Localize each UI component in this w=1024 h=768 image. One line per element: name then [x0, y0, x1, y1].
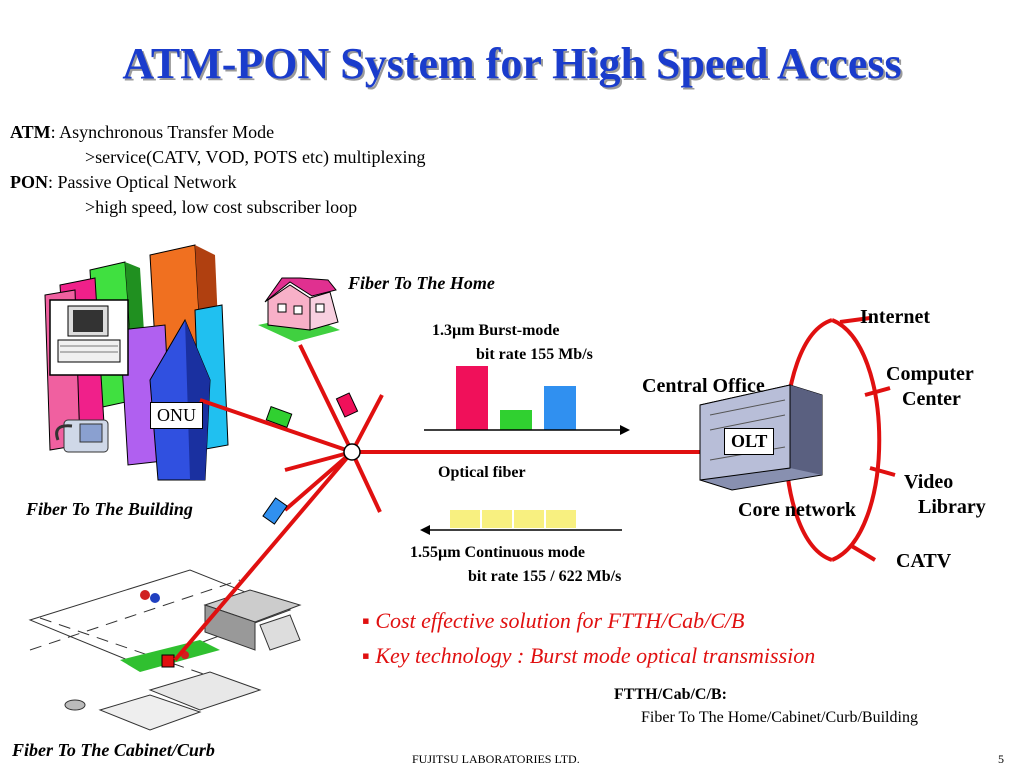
burst-bar-blue [544, 386, 576, 430]
upstream-cell-green [265, 406, 293, 428]
fttc-fiber-line [173, 450, 354, 662]
optical-fiber-label: Optical fiber [438, 464, 526, 481]
onu-label: ONU [150, 402, 203, 429]
service-internet: Internet [860, 306, 930, 328]
atm-desc: : Asynchronous Transfer Mode [50, 122, 275, 142]
service-video-line2: Library [918, 496, 986, 518]
atm-definition: ATM: Asynchronous Transfer Mode [10, 120, 274, 145]
street-scene-illustration [28, 569, 302, 731]
downstream-arrow-icon [420, 525, 430, 535]
abbrev-heading: FTTH/Cab/C/B: [614, 686, 727, 703]
bullet-cost-effective: ▪ Cost effective solution for FTTH/Cab/C… [362, 608, 745, 633]
pon-detail: >high speed, low cost subscriber loop [85, 197, 358, 217]
service-catv: CATV [896, 550, 952, 572]
pon-definition: PON: Passive Optical Network [10, 170, 236, 195]
bullet-key-technology: ▪ Key technology : Burst mode optical tr… [362, 643, 816, 668]
upstream-arrow-icon [620, 425, 630, 435]
upstream-cell-pink [335, 392, 359, 418]
fttc-label: Fiber To The Cabinet/Curb [12, 740, 215, 760]
optical-splitter-icon [343, 443, 361, 461]
service-video-line1: Video [904, 471, 954, 493]
footer-company: FUJITSU LABORATORIES LTD. [412, 752, 580, 766]
downstream-wavelength: 1.55µm Continuous mode [410, 544, 586, 561]
office-buildings-illustration [44, 244, 229, 481]
burst-bar-green [500, 410, 532, 430]
core-network-label: Core network [738, 499, 856, 521]
fttb-fiber-line [199, 398, 353, 454]
pon-term: PON [10, 172, 48, 192]
central-office-label: Central Office [642, 375, 765, 397]
pon-desc: : Passive Optical Network [48, 172, 237, 192]
page-number: 5 [998, 752, 1004, 766]
downstream-continuous-graphic [420, 510, 622, 535]
ftth-fiber-line [298, 344, 354, 453]
atm-term: ATM [10, 122, 51, 142]
house-illustration [258, 277, 340, 342]
abbrev-body: Fiber To The Home/Cabinet/Curb/Building [641, 709, 918, 726]
olt-label: OLT [724, 428, 775, 455]
upstream-bitrate: bit rate 155 Mb/s [476, 346, 593, 363]
page-title: ATM-PON System for High Speed Access [122, 39, 902, 88]
upstream-burst-graphic [424, 366, 630, 435]
atm-detail: >service(CATV, VOD, POTS etc) multiplexi… [85, 147, 426, 167]
ftth-label: Fiber To The Home [348, 273, 495, 293]
upstream-cell-blue [262, 497, 288, 525]
service-computer-line1: Computer [886, 363, 974, 385]
fttb-label: Fiber To The Building [26, 499, 193, 519]
service-computer-line2: Center [902, 388, 961, 410]
upstream-wavelength: 1.3µm Burst-mode [432, 322, 560, 339]
burst-bar-pink [456, 366, 488, 430]
downstream-bitrate: bit rate 155 / 622 Mb/s [468, 568, 622, 585]
